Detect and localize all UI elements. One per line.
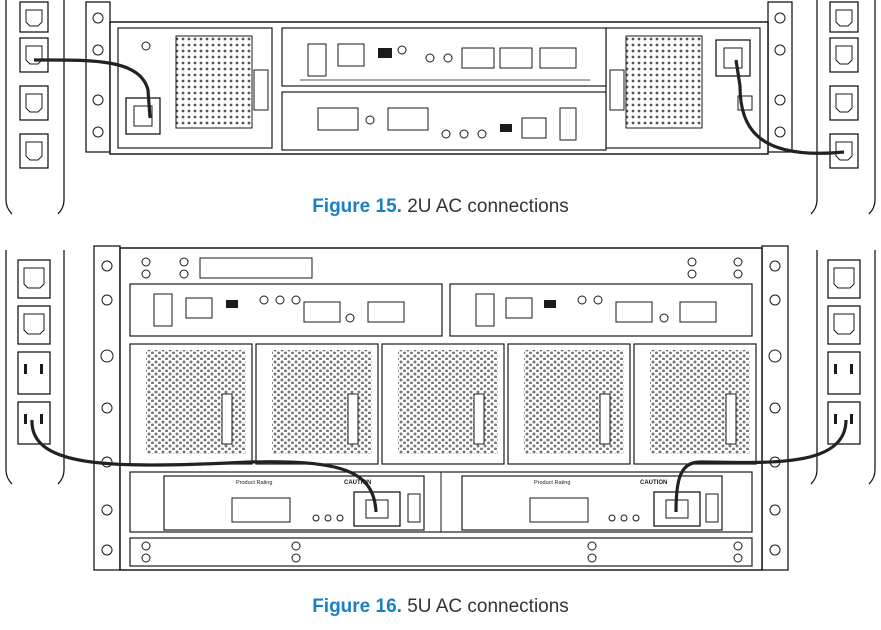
- controller-module-right-5u: [449, 283, 753, 337]
- power-cable-right-5u: [674, 419, 848, 513]
- pdu-outlet: [829, 37, 859, 73]
- pdu-outlet: [17, 259, 51, 299]
- psu-caution-label: CAUTION: [344, 480, 371, 486]
- pdu-outlet: [17, 401, 51, 445]
- controller-module-upper-2u: [281, 27, 607, 87]
- pdu-outlet: [827, 305, 861, 345]
- pdu-right-5u: [810, 250, 876, 485]
- figure-15-title: 2U AC connections: [407, 196, 569, 217]
- pdu-left-5u: [5, 250, 65, 485]
- psu-right-5u: Product Rating CAUTION: [461, 475, 723, 531]
- psu-left-5u: Product Rating CAUTION: [163, 475, 425, 531]
- label-plate: [199, 257, 313, 279]
- psu-product-rating-label: Product Rating: [236, 480, 272, 486]
- pdu-right-2u: [810, 0, 876, 215]
- pdu-outlet: [829, 1, 859, 33]
- figure-16-title: 5U AC connections: [407, 596, 569, 617]
- psu-product-rating-label: Product Rating: [534, 480, 570, 486]
- rack-ear-left-2u: [85, 1, 111, 153]
- pdu-outlet: [827, 259, 861, 299]
- figure-15-2u-enclosure: [5, 0, 876, 215]
- power-cable-left-2u: [33, 58, 152, 119]
- power-cable-left-5u: [30, 419, 378, 513]
- psu-left-2u: [117, 27, 273, 149]
- pdu-outlet: [19, 1, 49, 33]
- psu-right-2u: [605, 27, 761, 149]
- figure-15-number: Figure 15.: [312, 196, 402, 217]
- pdu-outlet: [17, 351, 51, 395]
- figure-15-caption: Figure 15. 2U AC connections: [0, 196, 881, 218]
- rack-ear-right-5u: [761, 245, 789, 571]
- fan-module: [129, 343, 253, 465]
- pdu-outlet: [19, 37, 49, 73]
- controller-module-left-5u: [129, 283, 443, 337]
- pdu-outlet: [19, 85, 49, 121]
- fan-module: [255, 343, 379, 465]
- top-screws: [141, 257, 743, 279]
- pdu-outlet: [17, 305, 51, 345]
- pdu-outlet: [829, 133, 859, 169]
- pdu-outlet: [19, 133, 49, 169]
- pdu-outlet: [827, 401, 861, 445]
- controller-module-lower-2u: [281, 91, 607, 151]
- pdu-outlet: [829, 85, 859, 121]
- fan-module: [507, 343, 631, 465]
- psu-caution-label: CAUTION: [640, 480, 667, 486]
- rack-ear-right-2u: [767, 1, 793, 153]
- power-cable-right-2u: [734, 59, 845, 155]
- figure-16-5u-enclosure: Product Rating CAUTION Product Rating CA…: [5, 245, 876, 571]
- fan-module: [381, 343, 505, 465]
- figure-16-caption: Figure 16. 5U AC connections: [0, 596, 881, 618]
- figure-16-number: Figure 16.: [312, 596, 402, 617]
- fan-module: [633, 343, 757, 465]
- pdu-outlet: [827, 351, 861, 395]
- pdu-left-2u: [5, 0, 65, 215]
- rack-ear-left-5u: [93, 245, 121, 571]
